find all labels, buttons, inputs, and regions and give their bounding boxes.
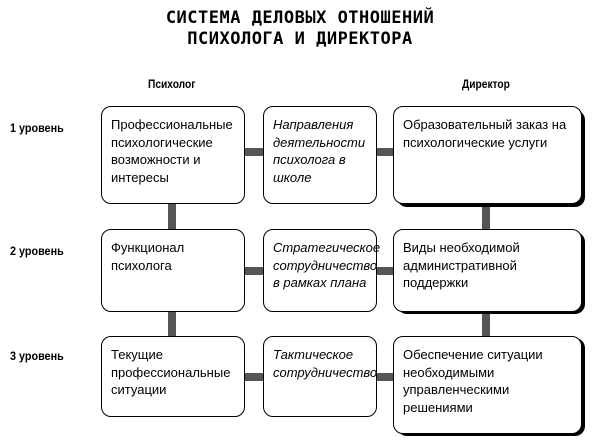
box-relation-level-1: Направления деятельности психолога в шко…: [263, 106, 377, 204]
level-label-3: 3 уровень: [10, 349, 64, 363]
column-header-psychologist: Психолог: [148, 77, 196, 91]
column-header-director: Директор: [462, 77, 510, 91]
connector-left-2-3: [168, 311, 176, 339]
box-relation-level-3: Тактическое сотрудничество: [263, 336, 377, 417]
connector-row3-right: [376, 373, 394, 381]
connector-row1-right: [376, 148, 394, 156]
connector-row3-left: [244, 373, 264, 381]
box-director-level-1: Образовательный заказ на психологические…: [393, 106, 582, 204]
connector-row2-right: [376, 267, 394, 275]
level-label-1: 1 уровень: [10, 121, 64, 135]
diagram-title-line-2: ПСИХОЛОГА И ДИРЕКТОРА: [187, 29, 413, 49]
connector-left-1-2: [168, 203, 176, 231]
connector-row2-left: [244, 267, 264, 275]
box-director-level-3: Обеспечение ситуации необходимыми управл…: [393, 336, 582, 434]
connector-right-2-3: [482, 311, 490, 339]
level-label-2: 2 уровень: [10, 244, 64, 258]
connector-row1-left: [244, 148, 264, 156]
box-psychologist-level-1: Профессиональные психологические возможн…: [101, 106, 245, 204]
box-psychologist-level-3: Текущие профессиональные ситуации: [101, 336, 245, 417]
box-relation-level-2: Стратегическое сотрудничество в рамках п…: [263, 229, 380, 312]
box-director-level-2: Виды необходимой административной поддер…: [393, 229, 582, 312]
connector-right-1-2: [482, 203, 490, 231]
box-psychologist-level-2: Функционал психолога: [101, 229, 245, 312]
diagram-title-line-1: СИСТЕМА ДЕЛОВЫХ ОТНОШЕНИЙ: [165, 8, 435, 28]
